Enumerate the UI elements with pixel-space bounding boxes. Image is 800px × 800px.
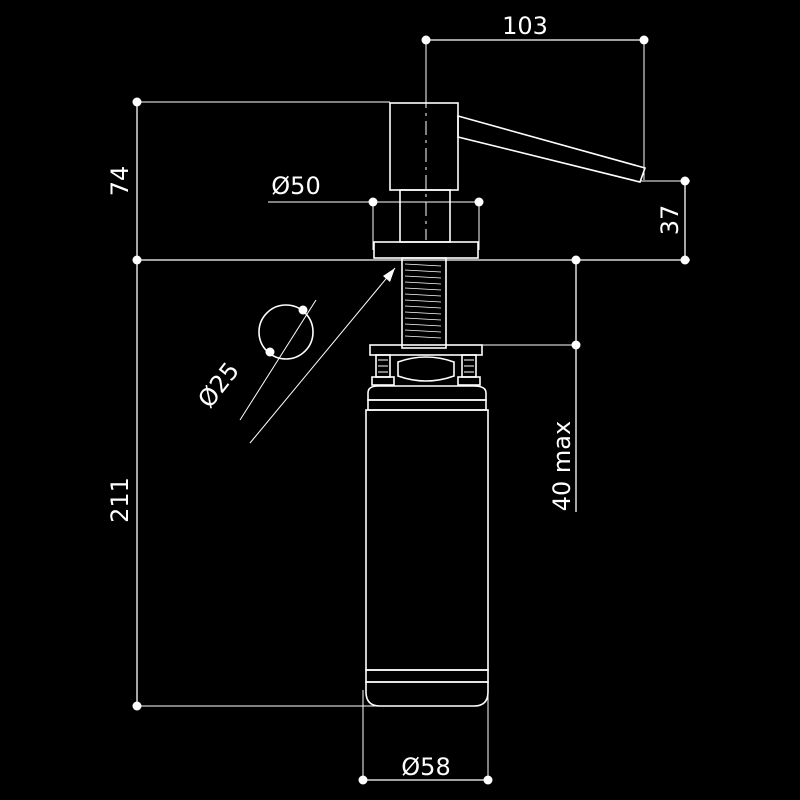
body-height-label: 211 [106, 477, 134, 523]
countertop-line [132, 255, 690, 265]
dimension-mount-thickness: 40 max [482, 260, 581, 512]
dispenser-head [389, 40, 647, 240]
mounting-hole-circle [258, 304, 314, 360]
head-diameter-label: Ø50 [271, 172, 320, 200]
mount-thickness-label: 40 max [548, 421, 576, 511]
dimension-spout-reach: 103 [421, 12, 649, 180]
soap-bottle [365, 385, 489, 707]
mounting-clamp [369, 344, 483, 386]
dimension-body-height: 211 [106, 260, 378, 711]
thread-diameter-label: Ø25 [192, 357, 245, 413]
dimension-bottle-diameter: Ø58 [358, 690, 493, 785]
dimension-head-height: 74 [106, 97, 390, 260]
dimension-head-diameter: Ø50 [268, 172, 484, 250]
spout-reach-label: 103 [502, 12, 548, 40]
head-height-label: 74 [106, 166, 134, 197]
mounting-flange [373, 241, 479, 259]
threaded-shank [401, 257, 447, 349]
spout-drop-label: 37 [656, 205, 684, 236]
spout [457, 114, 647, 183]
dimension-thread-diameter: Ø25 [192, 267, 396, 444]
bottle-diameter-label: Ø58 [401, 753, 450, 781]
dimension-spout-drop: 37 [640, 176, 690, 265]
